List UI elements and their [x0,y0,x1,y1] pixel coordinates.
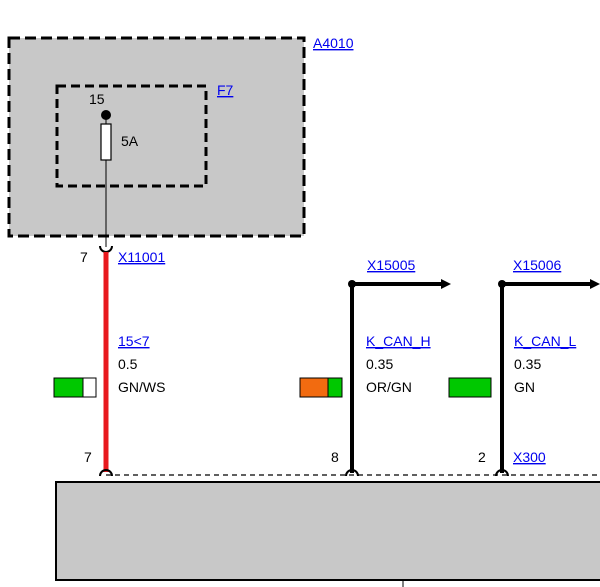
fuse-box-f7-label[interactable]: F7 [217,82,234,98]
wire2-color-code: OR/GN [366,379,412,395]
wire2-size: 0.35 [366,356,393,372]
fuse-symbol [100,123,112,161]
wire1-bottom-cap [99,469,113,477]
wire3-bottom-cap [495,469,509,477]
module-a4010 [7,36,306,238]
wire1-swatch-white [82,377,97,398]
fuse-box-f7 [55,84,208,188]
fuse-pin-label: 15 [89,91,105,107]
connector-x11001-label[interactable]: X11001 [118,249,165,265]
connector-x15005-label[interactable]: X15005 [367,257,415,273]
wire3-color-code: GN [514,379,535,395]
module-a4010-label[interactable]: A4010 [313,35,354,51]
wire2-name[interactable]: K_CAN_H [366,333,431,349]
wire1-swatch-green [53,377,84,398]
wire1-pin-bottom: 7 [84,449,92,465]
module-bottom [55,481,600,581]
wire2-pin-bottom: 8 [331,449,339,465]
wire1-color-code: GN/WS [118,379,165,395]
wire3-swatch-green [448,377,492,398]
wire2-swatch-green [327,377,343,398]
wire1-name[interactable]: 15<7 [118,333,150,349]
wire1-size: 0.5 [118,356,138,372]
wire2-bottom-cap [345,469,359,477]
wire3-size: 0.35 [514,356,541,372]
connector-x300-label[interactable]: X300 [513,449,546,465]
wire3-name[interactable]: K_CAN_L [514,333,576,349]
wire3-pin-bottom: 2 [478,449,486,465]
wire1-pin-top: 7 [80,249,88,265]
fuse-rating: 5A [121,133,139,149]
wire2-swatch-orange [299,377,329,398]
connector-x15006-label[interactable]: X15006 [513,257,561,273]
